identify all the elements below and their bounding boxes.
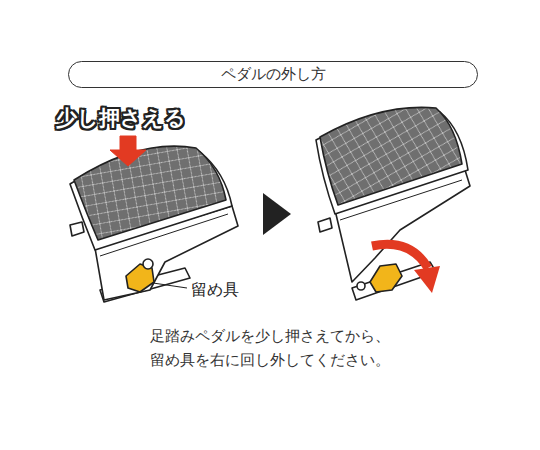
title: ペダルの外し方 bbox=[69, 62, 477, 86]
part-label: 留め具 bbox=[191, 280, 239, 301]
leader-line bbox=[153, 283, 187, 288]
rotate-arrow bbox=[372, 244, 440, 293]
title-pill: ペダルの外し方 bbox=[68, 61, 478, 88]
pedal-right bbox=[316, 107, 470, 300]
pedal-left bbox=[70, 136, 238, 302]
action-label: 少し押さえる bbox=[56, 104, 186, 132]
caption: 足踏みペダルを少し押さえてから、 留め具を右に回し外してください。 bbox=[150, 324, 399, 372]
next-arrow bbox=[263, 193, 291, 235]
